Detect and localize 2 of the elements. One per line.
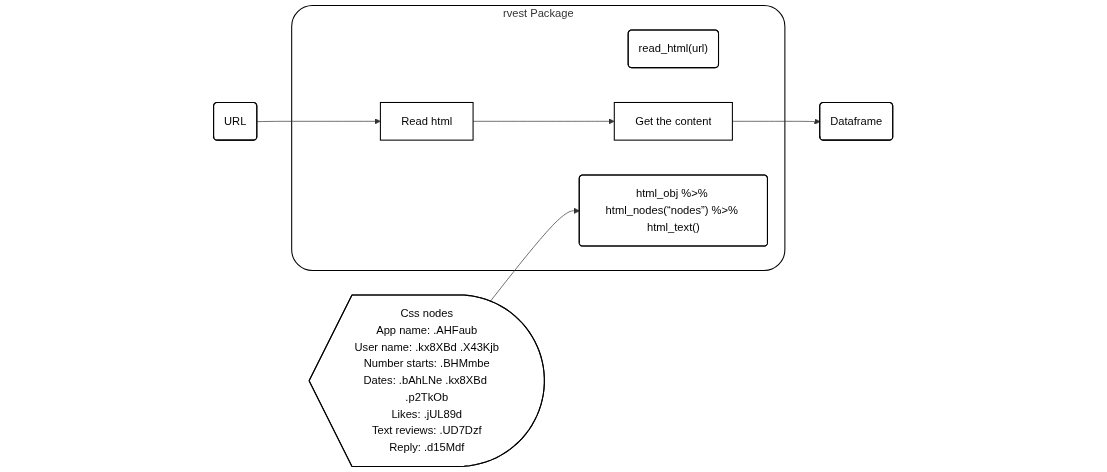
node-box: Get the content — [614, 101, 734, 141]
node-box: Read html — [380, 101, 474, 141]
